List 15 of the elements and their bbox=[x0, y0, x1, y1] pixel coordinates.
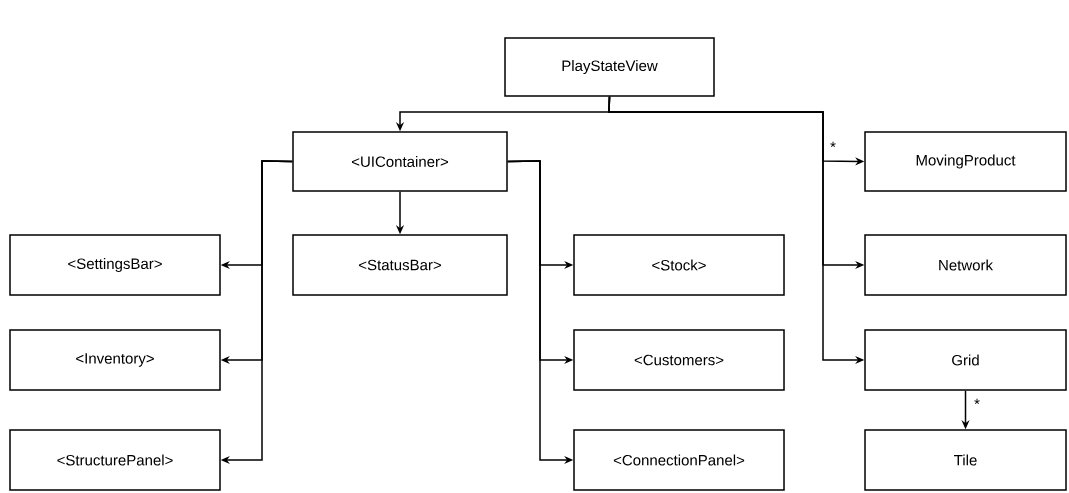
class-box: <Stock> bbox=[573, 234, 785, 296]
class-box: Grid bbox=[864, 329, 1067, 391]
class-box: <Inventory> bbox=[9, 329, 221, 391]
class-box: <StatusBar> bbox=[292, 234, 508, 296]
class-box: <UIContainer> bbox=[292, 131, 508, 192]
class-box: Network bbox=[864, 234, 1067, 296]
edge-label: * bbox=[974, 398, 980, 405]
class-box: PlayStateView bbox=[504, 37, 715, 97]
class-box: MovingProduct bbox=[864, 131, 1067, 192]
class-box: <SettingsBar> bbox=[9, 234, 221, 296]
class-box: <ConnectionPanel> bbox=[573, 429, 785, 491]
edge-label: * bbox=[830, 141, 836, 148]
class-box: <StructurePanel> bbox=[9, 429, 221, 491]
class-box: Tile bbox=[864, 429, 1067, 491]
class-box: <Customers> bbox=[573, 329, 785, 391]
